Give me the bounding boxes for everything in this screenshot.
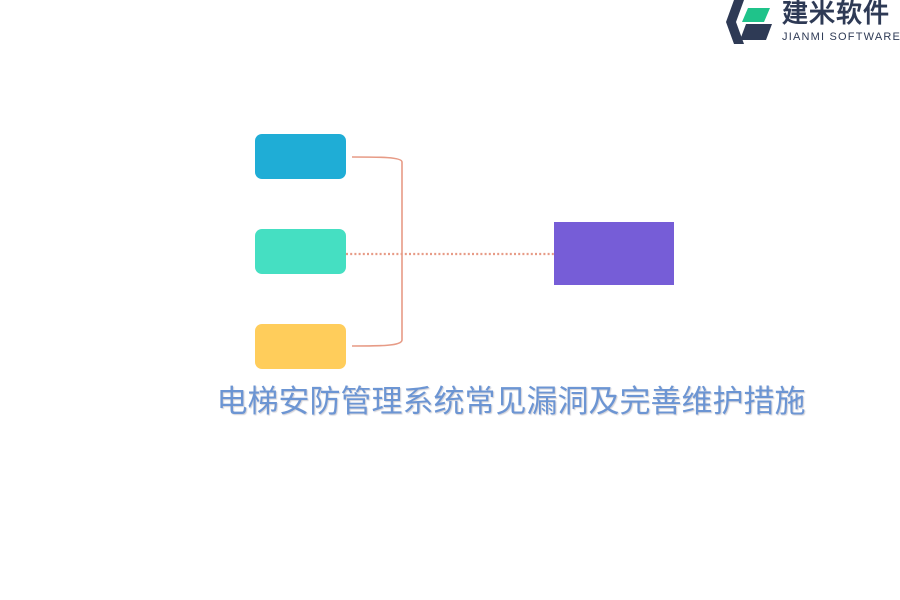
diagram-node-3	[255, 324, 346, 369]
diagram-node-1	[255, 134, 346, 179]
logo-name-en: JIANMI SOFTWARE	[782, 31, 900, 43]
logo-name-cn: 建米软件	[782, 0, 891, 29]
diagram-node-2	[255, 229, 346, 274]
diagram-target-box	[554, 222, 674, 285]
diagram-title: 电梯安防管理系统常见漏洞及完善维护措施	[216, 384, 806, 420]
brand-logo: 建米软件 JIANMI SOFTWARE	[724, 0, 900, 48]
jianmi-logo-icon	[726, 0, 772, 44]
bracket-connector	[351, 156, 403, 347]
